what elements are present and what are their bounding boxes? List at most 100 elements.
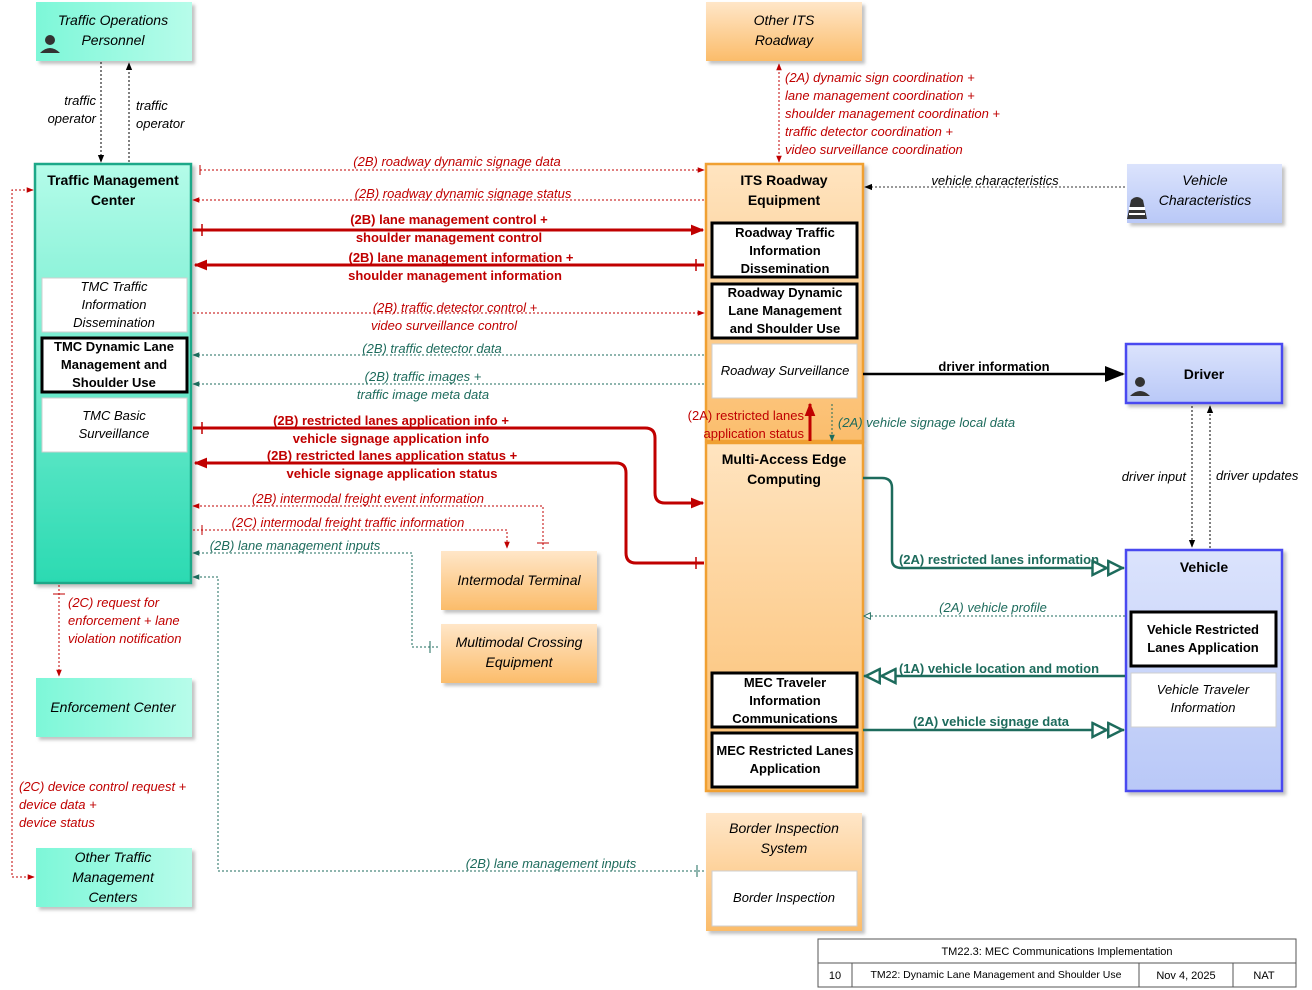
flow-label-line: (2B) traffic detector control +	[373, 300, 538, 315]
flow-label: (2C) intermodal freight traffic informat…	[232, 515, 465, 530]
flow-label-line: traffic image meta data	[357, 387, 489, 402]
flow-label: vehicle characteristics	[931, 173, 1059, 188]
node-label-line: Information	[749, 243, 821, 258]
flow-label-line: enforcement + lane	[68, 613, 180, 628]
flow-device-control	[11, 187, 35, 880]
flow-label: (2B) traffic detector data	[362, 341, 501, 356]
flow-label-line: application status	[704, 426, 805, 441]
node-label-line: and Shoulder Use	[730, 321, 841, 336]
flow-border-lane-inputs	[192, 574, 704, 872]
node-label: Intermodal Terminal	[457, 572, 581, 588]
node-label-line: Other Traffic	[75, 849, 152, 865]
node-label-line: Communications	[732, 711, 837, 726]
subnode-tmc-info-dissemination: TMC Traffic Information Dissemination	[41, 277, 188, 333]
node-other-its-roadway-equipment: Other ITS Roadway	[706, 2, 862, 61]
flow-label-line: (2B) restricted lanes application status…	[267, 448, 518, 463]
flow-label-line: shoulder management information	[348, 268, 562, 283]
flow-label-line: lane management coordination +	[785, 88, 975, 103]
flow-freight-traffic	[193, 529, 510, 549]
node-label-line: Traffic Operations	[58, 12, 168, 28]
person-icon	[1130, 377, 1150, 396]
flow-label: (2A) restricted lanes information	[899, 552, 1099, 567]
flow-label: (2B) intermodal freight event informatio…	[252, 491, 484, 506]
flow-label-line: vehicle signage application info	[293, 431, 490, 446]
node-vehicle-characteristics: Vehicle Characteristics	[1127, 164, 1282, 223]
node-label-line: Multimodal Crossing	[456, 634, 583, 650]
flow-label-line: operator	[136, 116, 185, 131]
flow-label-line: (2C) device control request +	[19, 779, 187, 794]
flow-multimodal-lane-inputs	[192, 550, 438, 648]
flow-label-line: operator	[48, 111, 97, 126]
node-label: Driver	[1184, 366, 1225, 382]
node-label-line: Information	[749, 693, 821, 708]
flow-label-line: traffic	[64, 93, 96, 108]
flow-label: driver updates	[1216, 468, 1299, 483]
subnode-roadway-dynamic-lane-management: Roadway Dynamic Lane Management and Shou…	[710, 282, 859, 340]
flow-freight-event	[192, 503, 544, 549]
subnode-tmc-basic-surveillance: TMC Basic Surveillance	[41, 397, 188, 453]
flow-label-line: shoulder management control	[356, 230, 542, 245]
flow-label-line: violation notification	[68, 631, 181, 646]
node-traffic-operations-personnel: Traffic Operations Personnel	[36, 2, 192, 61]
flow-label-line: traffic detector coordination +	[785, 124, 953, 139]
subnode-vehicle-restricted-lanes-app: Vehicle Restricted Lanes Application	[1129, 610, 1278, 668]
node-label-line: Traffic Management	[47, 172, 179, 188]
flow-label: (2B) roadway dynamic signage data	[353, 154, 560, 169]
flow-label-line: vehicle signage application status	[287, 466, 498, 481]
node-driver: Driver	[1124, 342, 1284, 405]
node-label-line: Shoulder Use	[72, 375, 156, 390]
node-enforcement-center: Enforcement Center	[36, 678, 192, 737]
node-label: Vehicle	[1180, 559, 1228, 575]
flow-label: (2B) roadway dynamic signage status	[355, 186, 572, 201]
flow-label: (1A) vehicle location and motion	[899, 661, 1099, 676]
node-label-line: Management	[72, 869, 155, 885]
flow-label: (2B) lane management inputs	[466, 856, 637, 871]
flow-label-line: (2C) request for	[68, 595, 160, 610]
flow-rl-info	[863, 476, 1124, 568]
footer-date: Nov 4, 2025	[1156, 970, 1215, 982]
flow-label-line: (2A) restricted lanes	[688, 408, 805, 423]
node-label-line: Multi-Access Edge	[722, 451, 847, 467]
node-intermodal-terminal: Intermodal Terminal	[441, 551, 597, 610]
subnode-border-inspection: Border Inspection	[711, 870, 858, 927]
subnode-roadway-surveillance: Roadway Surveillance	[711, 343, 858, 399]
node-label-line: Surveillance	[79, 426, 150, 441]
node-label-line: Centers	[88, 889, 137, 905]
node-label-line: Lane Management	[728, 303, 842, 318]
flow-label: driver input	[1122, 469, 1188, 484]
subnode-roadway-traffic-info-dissemination: Roadway Traffic Information Disseminatio…	[710, 221, 859, 279]
node-label-line: Roadway	[755, 32, 814, 48]
node-label-line: MEC Traveler	[744, 675, 826, 690]
node-label-line: TMC Dynamic Lane	[54, 339, 174, 354]
node-label-line: Information	[81, 297, 146, 312]
node-label-line: Vehicle Traveler	[1157, 682, 1250, 697]
node-label-line: MEC Restricted Lanes	[716, 743, 853, 758]
flow-rl-app-info	[193, 426, 705, 509]
node-label-line: TMC Basic	[82, 408, 146, 423]
node-vehicle: Vehicle	[1124, 548, 1284, 793]
subnode-mec-traveler-info: MEC Traveler Information Communications	[710, 671, 859, 729]
flow-label-line: (2B) traffic images +	[365, 369, 482, 384]
subnode-tmc-dynamic-lane-management: TMC Dynamic Lane Management and Shoulder…	[40, 336, 189, 394]
subnode-mec-restricted-lanes-app: MEC Restricted Lanes Application	[710, 731, 859, 789]
flow-label-line: (2A) dynamic sign coordination +	[785, 70, 975, 85]
car-icon	[1127, 197, 1147, 219]
flow-label: (2A) vehicle signage local data	[838, 415, 1015, 430]
flow-label-line: shoulder management coordination +	[785, 106, 1000, 121]
flow-rl-app-status	[193, 457, 704, 565]
node-label: Roadway Surveillance	[721, 363, 850, 378]
node-label-line: Personnel	[81, 32, 145, 48]
node-multimodal-crossing-equipment: Multimodal Crossing Equipment	[441, 624, 597, 683]
footer-page: 10	[829, 970, 841, 982]
flow-label-line: (2B) lane management control +	[350, 212, 548, 227]
node-label-line: System	[761, 840, 808, 856]
node-label-line: Center	[91, 192, 136, 208]
footer-org: NAT	[1253, 970, 1274, 982]
node-label-line: Equipment	[486, 654, 554, 670]
person-icon	[40, 35, 60, 53]
footer-table: TM22.3: MEC Communications Implementatio…	[817, 938, 1297, 988]
node-label-line: Application	[750, 761, 821, 776]
flow-label-line: device data +	[19, 797, 97, 812]
flow-label-line: (2B) lane management information +	[348, 250, 573, 265]
node-label: Border Inspection	[733, 890, 835, 905]
